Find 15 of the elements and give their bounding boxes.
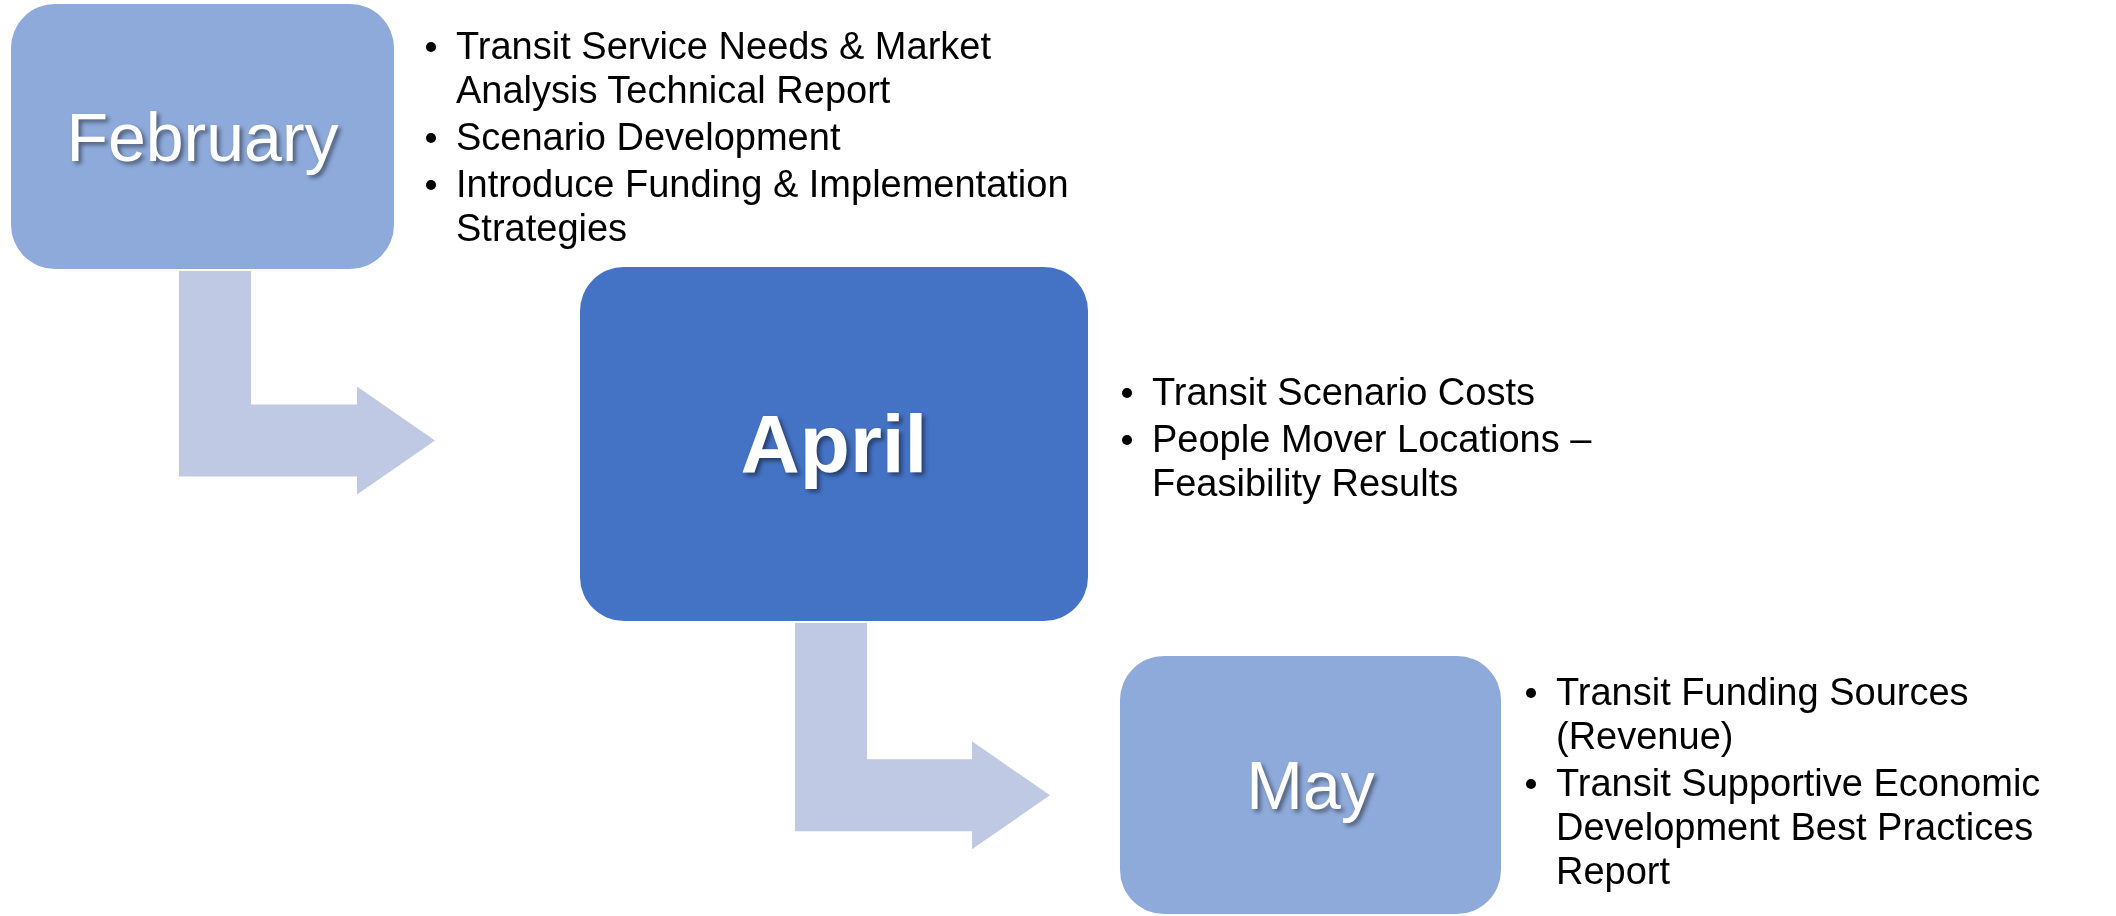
month-label: May [1246,746,1375,824]
bullet-text: Introduce Funding & Implementation Strategies [456,163,1069,249]
bullet-text: Transit Funding Sources (Revenue) [1556,671,1969,757]
month-label: April [740,397,928,491]
bullet-text: Transit Service Needs & Market Analysis Technical Report [456,25,991,111]
bent-arrow [795,623,1050,850]
bullet-text: People Mover Locations – Feasibility Results [1152,418,1592,504]
month-box [1120,656,1501,914]
month-box [11,4,394,269]
bullet-text: Transit Scenario Costs [1152,371,1535,413]
month-label: February [66,97,339,176]
bent-arrow [179,271,435,495]
bullet-text: Scenario Development [456,116,841,158]
bullet-text: Transit Supportive Economic Development Best Practices Report [1556,762,2041,892]
month-box [580,267,1088,621]
